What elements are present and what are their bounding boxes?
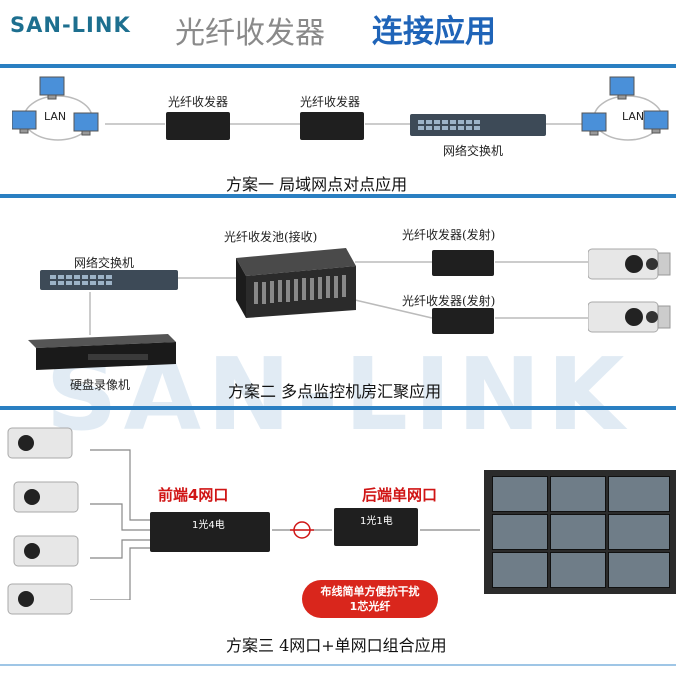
pill-line2: 1芯光纤 <box>349 600 391 613</box>
monitor-wall-image <box>484 470 676 594</box>
scheme2-transceiver-b-icon <box>432 308 494 334</box>
fiber-transceiver-a-icon <box>166 112 230 140</box>
switch-1fiber-4port-icon: 1光4电 <box>150 512 270 552</box>
scheme1-switch-label: 网络交换机 <box>443 144 504 158</box>
device-back-label: 1光1电 <box>360 516 393 527</box>
scheme2-switch-label: 网络交换机 <box>74 256 135 270</box>
scheme2-caption: 方案二 多点监控机房汇聚应用 <box>228 382 442 401</box>
bullet-camera-icon <box>588 301 671 333</box>
header-divider <box>0 64 676 68</box>
page-title-bold: 连接应用 <box>372 14 496 50</box>
device-front-label: 1光4电 <box>192 520 225 531</box>
scheme2-transceiver-b-label: 光纤收发器(发射) <box>402 294 496 308</box>
transceiver-1fiber-1port-icon: 1光1电 <box>334 508 418 546</box>
lan-left-label: LAN <box>44 110 67 123</box>
scheme1-transceiver-b-label: 光纤收发器 <box>300 95 361 109</box>
scheme2-transceiver-a-label: 光纤收发器(发射) <box>402 228 496 242</box>
scheme3-cameras <box>7 427 79 615</box>
scheme2-chassis-label: 光纤收发池(接收) <box>224 230 318 244</box>
scheme2-dvr-label: 硬盘录像机 <box>70 378 131 392</box>
network-switch-icon <box>410 114 546 136</box>
scheme1-caption: 方案一 局域网点对点应用 <box>226 175 408 194</box>
fiber-chassis-icon <box>236 248 356 318</box>
page-title-light: 光纤收发器 <box>175 16 325 51</box>
scheme3-connections <box>90 449 480 600</box>
scheme1-transceiver-a-label: 光纤收发器 <box>168 95 229 109</box>
lan-right-label: LAN <box>622 110 645 123</box>
scheme2-connections <box>89 261 590 335</box>
lan-computers-right-icon <box>581 76 669 136</box>
fiber-transceiver-b-icon <box>300 112 364 140</box>
section2-divider <box>0 406 676 410</box>
scheme3-caption: 方案三 4网口+单网口组合应用 <box>226 636 447 655</box>
front-4port-label: 前端4网口 <box>158 486 229 504</box>
pill-line1: 布线简单方便抗干扰 <box>320 585 420 598</box>
brand-logo-text: SAN-LINK <box>10 13 131 37</box>
lan-computers-left-icon <box>12 76 99 136</box>
scheme2-transceiver-a-icon <box>432 250 494 276</box>
dvr-icon <box>28 334 176 370</box>
bullet-camera-icon <box>588 248 671 280</box>
fiber-benefit-badge: 布线简单方便抗干扰 1芯光纤 <box>302 580 438 618</box>
section1-divider <box>0 194 676 198</box>
back-single-port-label: 后端单网口 <box>362 486 438 504</box>
scheme2-switch-icon <box>40 270 178 290</box>
footer-divider <box>0 664 676 666</box>
